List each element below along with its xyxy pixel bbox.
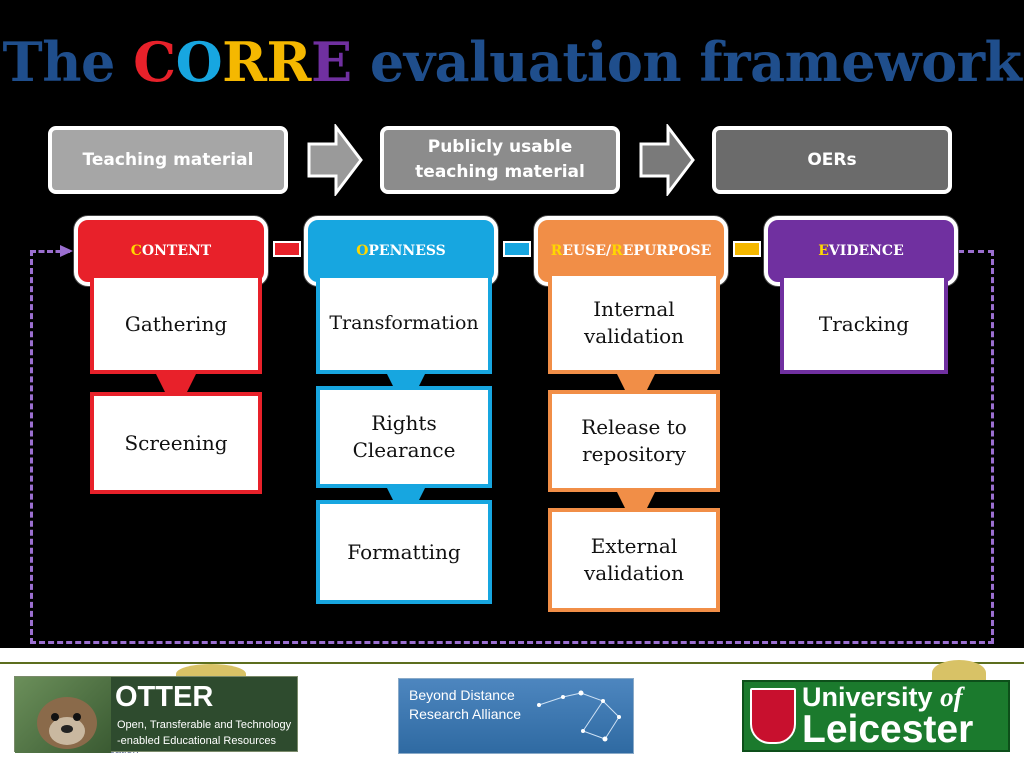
stage-label: Teaching material	[82, 149, 254, 170]
title-acronym: CORRE	[133, 30, 352, 94]
footer-divider	[0, 662, 1024, 664]
university-word: University	[802, 682, 941, 712]
phase-lead: E	[818, 243, 829, 259]
otter-icon	[37, 697, 97, 749]
phase-lead-2: R	[611, 243, 623, 259]
step-internal-validation: Internal validation	[548, 272, 720, 374]
constellation-icon	[537, 690, 621, 742]
title-suffix: evaluation framework	[351, 30, 1022, 94]
otter-subtitle: Open, Transferable and Technology	[117, 719, 292, 731]
step-formatting: Formatting	[316, 500, 492, 604]
otter-title: OTTER	[115, 681, 214, 713]
phase-connector-icon	[733, 241, 761, 257]
step-external-validation: External validation	[548, 508, 720, 612]
title-acronym-letter: C	[133, 30, 176, 94]
crest-icon	[750, 688, 796, 744]
stage-publicly-usable-material: Publicly usable teaching material	[380, 126, 620, 194]
phase-rest-2: EPURPOSE	[622, 243, 712, 259]
stage-teaching-material: Teaching material	[48, 126, 288, 194]
title-acronym-letter: R	[222, 30, 267, 94]
phase-lead: O	[356, 243, 369, 259]
university-of-leicester-logo: University of Leicester	[742, 680, 1010, 752]
dashed-frame-top-left	[30, 250, 70, 253]
step-release-to-repository: Release to repository	[548, 390, 720, 492]
bdra-name: Beyond Distance	[409, 687, 515, 703]
step-label: External validation	[583, 534, 685, 585]
step-rights-clearance: Rights Clearance	[316, 386, 492, 488]
step-label: Gathering	[124, 311, 228, 336]
step-label: Transformation	[329, 312, 479, 335]
phase-rest: ONTENT	[141, 243, 212, 259]
step-label: Screening	[124, 430, 228, 455]
otter-logo: OTTER Open, Transferable and Technology …	[14, 676, 298, 753]
pipeline-arrow-icon	[639, 124, 695, 196]
bdra-name: Research Alliance	[409, 706, 522, 722]
step-label: Internal validation	[583, 297, 685, 348]
otter-subtitle: -enabled Educational Resources	[117, 735, 276, 747]
title-acronym-letter: E	[310, 30, 352, 94]
step-label: Tracking	[818, 311, 910, 336]
frame-arrowhead-icon	[60, 245, 73, 257]
stage-label: Publicly usable teaching material	[415, 137, 585, 182]
phase-connector-icon	[273, 241, 301, 257]
university-name-line1: University of	[802, 682, 963, 713]
dashed-frame-top-right	[958, 250, 994, 253]
title-acronym-letter: R	[266, 30, 312, 94]
bdra-logo: Beyond Distance Research Alliance	[398, 678, 634, 754]
pipeline-arrow-icon	[307, 124, 363, 196]
of-word: of	[940, 682, 963, 712]
otter-photo	[15, 677, 111, 753]
stage-oers: OERs	[712, 126, 952, 194]
title-acronym-letter: O	[175, 30, 223, 94]
phase-rest: EUSE/	[562, 243, 612, 259]
step-transformation: Transformation	[316, 274, 492, 374]
step-label: Formatting	[347, 539, 461, 564]
step-tracking: Tracking	[780, 274, 948, 374]
university-name-line2: Leicester	[802, 708, 974, 751]
title-prefix: The	[2, 30, 134, 94]
stage-label: OERs	[807, 149, 857, 170]
dashed-frame	[30, 250, 994, 644]
phase-lead: C	[130, 243, 142, 259]
step-label: Release to repository	[581, 415, 687, 466]
phase-rest: VIDENCE	[828, 243, 904, 259]
step-gathering: Gathering	[90, 274, 262, 374]
phase-connector-icon	[503, 241, 531, 257]
phase-rest: PENNESS	[368, 243, 446, 259]
phase-lead: R	[550, 243, 563, 259]
step-screening: Screening	[90, 392, 262, 494]
page-title: The CORRE evaluation framework	[0, 30, 1024, 94]
step-label: Rights Clearance	[352, 411, 456, 462]
